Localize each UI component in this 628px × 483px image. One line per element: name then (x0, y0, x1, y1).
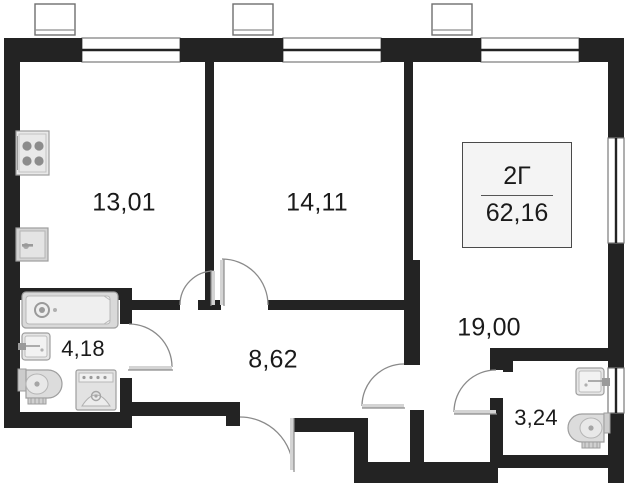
door-arc-entry (239, 416, 294, 471)
toilet-icon (17, 368, 63, 405)
wall-segment (180, 38, 283, 62)
wall-wc-left-upper (490, 348, 503, 370)
wall-wc-notch (503, 358, 513, 372)
washbasin-icon (575, 367, 610, 396)
wall-exterior-right-upper (608, 38, 624, 138)
wall-entry-stub-a (368, 462, 420, 483)
kitchen-sink-icon (15, 227, 49, 262)
interior-walls (20, 55, 620, 483)
wall-hallway-bottom-left (120, 402, 240, 416)
balcony-box-group (34, 3, 473, 36)
wall-bathroom-right-upper (120, 288, 132, 324)
wall-bedroom-living-thick (404, 260, 420, 365)
window-right-lower (607, 367, 625, 414)
window-right (607, 137, 625, 244)
door-arc-wc (453, 369, 497, 413)
door-arc-living (361, 363, 405, 407)
washing-machine-icon (75, 369, 117, 411)
wall-bedroom-living (404, 55, 413, 260)
wall-hallway-bottom-step (226, 402, 240, 426)
wall-entry-stub-c (424, 462, 484, 483)
badge-divider (481, 195, 553, 196)
washbasin-icon (18, 332, 51, 361)
door-group (128, 258, 497, 472)
wall-entry-stub-b (410, 410, 424, 483)
wall-stub (198, 300, 221, 310)
wall-wc-top (490, 348, 610, 361)
wall-segment (381, 38, 481, 62)
window-top-center (282, 37, 382, 63)
window-top-right (480, 37, 580, 63)
door-arc-kitchen (179, 270, 215, 306)
wall-hallway-bottom-center (292, 418, 368, 432)
window-top-left (81, 37, 181, 63)
wall-exterior-right-lower (608, 243, 624, 368)
exterior-wall-top (4, 37, 624, 63)
stove-icon (15, 130, 50, 176)
apartment-type: 2Г (503, 162, 531, 190)
bathtub-icon (21, 291, 119, 329)
apartment-total-area: 62,16 (485, 199, 549, 227)
toilet-icon (567, 412, 611, 449)
apartment-badge: 2Г 62,16 (462, 142, 572, 248)
wall-exterior-bottom-left (4, 412, 132, 428)
wall-hallway-top-left (128, 300, 180, 310)
wall-wc-bottom (490, 455, 620, 468)
door-arc-bathroom (128, 323, 173, 368)
door-arc-bedroom (221, 258, 269, 306)
wall-wc-left-lower (490, 398, 503, 468)
wall-hallway-top-right (268, 300, 408, 310)
wall-hallway-bottom-right (354, 418, 368, 483)
exterior-walls (4, 38, 625, 483)
wall-kitchen-bedroom (205, 55, 214, 310)
